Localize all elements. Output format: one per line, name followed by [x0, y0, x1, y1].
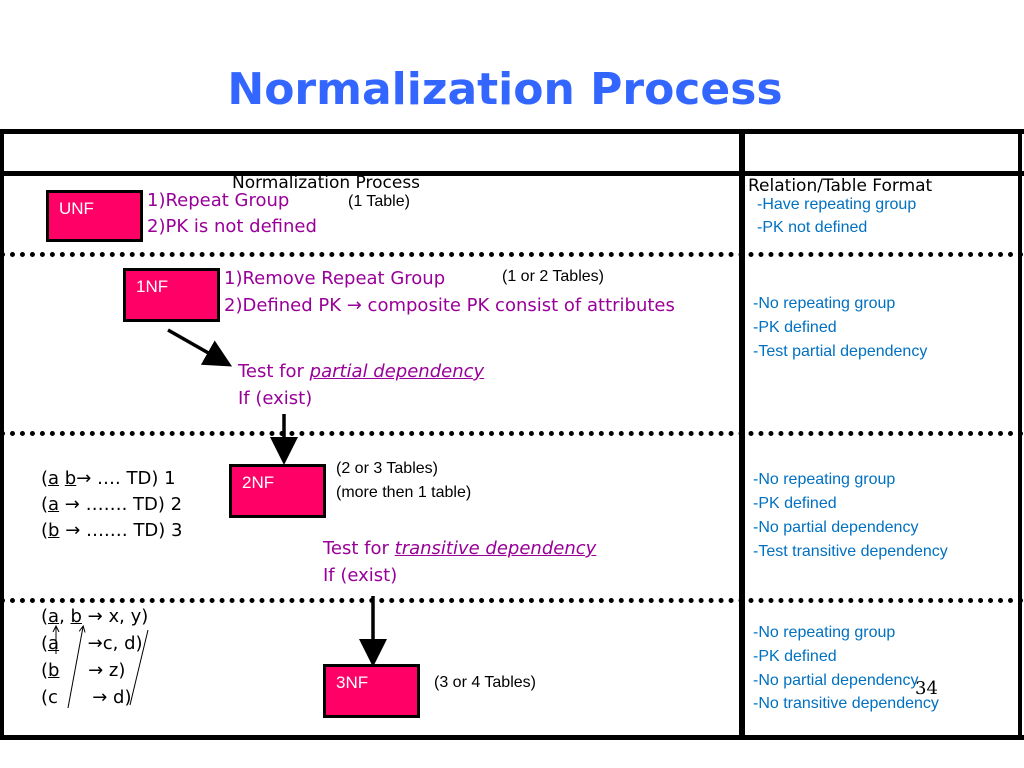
table-bottom-border	[0, 735, 1024, 740]
table-top-border	[0, 129, 1024, 134]
unf-format-2: -PK not defined	[757, 219, 868, 236]
nf2-dep-3: (b → ….… TD) 3	[41, 520, 183, 541]
nf2-tables-1: (2 or 3 Tables)	[336, 460, 438, 477]
nf2-format-1: -No repeating group	[753, 471, 896, 488]
nf3-dep-4: (c → d)	[41, 687, 132, 708]
nf1-format-1: -No repeating group	[753, 295, 896, 312]
nf1-step-1: 1)Remove Repeat Group	[224, 268, 446, 289]
unf-format-1: -Have repeating group	[757, 196, 917, 213]
arrow-1nf-to-test	[167, 328, 233, 367]
nf2-format-2: -PK defined	[753, 495, 837, 512]
header-left-label: Normalization Process	[232, 173, 421, 193]
nf1-format-3: -Test partial dependency	[753, 343, 928, 360]
nf3-dep-1: (a, b → x, y)	[41, 606, 149, 627]
nf2-test: Test for transitive dependency	[323, 538, 597, 559]
unf-step-1: 1)Repeat Group	[147, 190, 290, 211]
nf2-tables-2: (more then 1 table)	[336, 484, 472, 501]
unf-box: UNF	[46, 190, 143, 242]
nf3-dep-3: (b → z)	[41, 660, 126, 681]
nf1-test-if: If (exist)	[238, 388, 313, 409]
header-bottom-border	[0, 171, 1024, 176]
row-divider-1	[0, 252, 1024, 257]
nf3-format-4: -No transitive dependency	[753, 695, 939, 712]
nf3-format-1: -No repeating group	[753, 624, 896, 641]
nf1-tables: (1 or 2 Tables)	[502, 268, 604, 285]
unf-step-2: 2)PK is not defined	[147, 216, 317, 237]
row-divider-3	[0, 598, 1024, 603]
nf1-format-2: -PK defined	[753, 319, 837, 336]
nf2-format-4: -Test transitive dependency	[753, 543, 948, 560]
row-divider-2	[0, 431, 1024, 436]
nf3-dep-2: (a →c, d)	[41, 633, 143, 654]
unf-tables: (1 Table)	[348, 193, 410, 210]
nf2-test-if: If (exist)	[323, 565, 398, 586]
nf3-box: 3NF	[323, 664, 420, 718]
dep-arrow-c	[129, 629, 149, 706]
nf1-test: Test for partial dependency	[238, 361, 485, 382]
nf2-dep-1: (a b→ …. TD) 1	[41, 468, 176, 489]
page-title: Normalization Process	[227, 64, 783, 115]
nf1-step-2: 2)Defined PK → composite PK consist of a…	[224, 295, 675, 316]
dep-arrow-b	[67, 627, 83, 709]
nf2-box: 2NF	[229, 464, 326, 518]
nf2-format-3: -No partial dependency	[753, 519, 919, 536]
nf3-tables: (3 or 4 Tables)	[434, 674, 536, 691]
header-right-label: Relation/Table Format	[748, 176, 933, 196]
nf1-box: 1NF	[123, 268, 220, 322]
page-number: 34	[915, 678, 938, 699]
nf3-format-2: -PK defined	[753, 648, 837, 665]
nf3-format-3: -No partial dependency	[753, 672, 919, 689]
nf2-dep-2: (a → ……. TD) 2	[41, 494, 183, 515]
